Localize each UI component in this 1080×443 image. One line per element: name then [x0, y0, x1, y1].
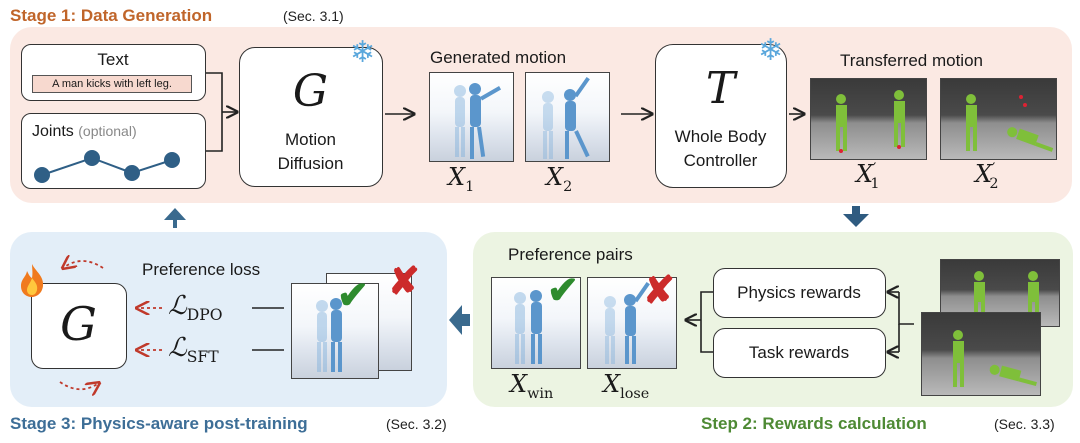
physics-rewards-box: Physics rewards: [713, 268, 886, 318]
snowflake-icon: ❄: [758, 34, 784, 67]
bottom-cycle-dotted-arrow: [59, 382, 99, 389]
generated-motion-thumb-1: [429, 72, 514, 162]
x-win-base: X: [510, 370, 528, 398]
robot-figure: [966, 94, 1054, 152]
robot-figure: [953, 330, 1037, 387]
text-prompt: A man kicks with left leg.: [32, 75, 192, 93]
x1p-sup: ′: [873, 161, 877, 177]
joints-label-row: Joints (optional): [32, 123, 137, 141]
controller-symbol: T: [705, 63, 736, 114]
check-icon: ✔: [547, 270, 579, 312]
humanoid-figure: [542, 76, 590, 159]
x2p-sup: ′: [992, 161, 996, 177]
preference-pairs-title: Preference pairs: [508, 245, 633, 264]
stage1-to-stage2-arrow: [843, 206, 869, 227]
humanoid-figure: [514, 290, 542, 364]
generator-line2: Diffusion: [277, 154, 344, 173]
stage3-to-stage1-arrow: [164, 208, 186, 228]
sft-loss-term: ℒSFT: [168, 333, 219, 366]
check-icon: ✔: [337, 275, 369, 317]
generated-motion-x2: X2: [546, 163, 572, 195]
preference-win-thumb: [491, 277, 581, 369]
x1-base: X: [448, 163, 466, 191]
x1-sub: 1: [465, 178, 475, 195]
rewards-to-pairs-arrows: [686, 291, 713, 353]
robot-figure: [836, 90, 905, 153]
text-input-label: Text: [97, 50, 129, 69]
task-rewards-label: Task rewards: [748, 343, 850, 362]
generator-line1: Motion: [284, 130, 337, 149]
cross-icon: ✘: [643, 270, 675, 312]
stage2-to-stage3-arrow: [449, 305, 470, 335]
x2-sub: 2: [563, 178, 573, 195]
joints-optional-label: (optional): [78, 123, 137, 139]
humanoid-figure: [454, 83, 502, 159]
x2p-base: X: [975, 160, 993, 188]
controller-line1: Whole Body: [674, 127, 767, 146]
stage1-title: Stage 1: Data Generation: [10, 6, 213, 25]
stage3-title: Stage 3: Physics-aware post-training: [10, 414, 308, 433]
stage2-title: Step 2: Rewards calculation: [701, 414, 927, 433]
input-merge-arrow: [206, 72, 237, 152]
x-lose-base: X: [603, 370, 621, 398]
post-training-model-box: G: [31, 283, 127, 369]
dpo-sub: DPO: [186, 306, 223, 325]
snowflake-icon: ❄: [350, 36, 376, 69]
generated-motion-thumb-2: [525, 72, 610, 162]
transferred-motion-x1: X′1: [856, 160, 880, 192]
x1p-sub: 1: [870, 175, 880, 192]
dpo-base: ℒ: [168, 291, 187, 321]
x-win-label: Xwin: [510, 370, 553, 402]
stage1-section: (Sec. 3.1): [283, 8, 344, 24]
x2p-sub: 2: [989, 175, 999, 192]
generated-motion-title: Generated motion: [430, 48, 567, 67]
generated-motion-x1: X1: [448, 163, 474, 195]
transferred-motion-thumb-1: [810, 78, 927, 160]
whole-body-controller-box: T Whole Body Controller: [655, 44, 787, 188]
x2-base: X: [546, 163, 564, 191]
loss-win-thumb: [291, 283, 379, 379]
text-input-box: Text A man kicks with left leg.: [21, 44, 206, 101]
transferred-motion-x2: X′2: [975, 160, 999, 192]
post-training-model-symbol: G: [60, 297, 97, 351]
joint-node: [124, 165, 140, 181]
x-win-sub: win: [527, 385, 554, 402]
fire-icon: [16, 262, 48, 298]
physics-rewards-label: Physics rewards: [737, 283, 861, 302]
humanoid-figure: [316, 298, 342, 372]
preference-loss-title: Preference loss: [142, 260, 261, 279]
sft-base: ℒ: [168, 333, 187, 363]
joint-node: [164, 152, 180, 168]
sim-to-rewards-arrows: [888, 292, 914, 352]
motion-diffusion-box: G Motion Diffusion: [239, 47, 383, 187]
transferred-motion-thumb-2: [940, 78, 1057, 160]
transferred-motion-title: Transferred motion: [840, 51, 983, 70]
humanoid-figure: [604, 281, 650, 364]
preference-lose-thumb: [587, 277, 677, 369]
stage3-section: (Sec. 3.2): [386, 416, 447, 432]
joint-node: [84, 150, 100, 166]
generator-symbol: G: [292, 66, 329, 117]
controller-line2: Controller: [683, 151, 758, 170]
sft-sub: SFT: [186, 348, 219, 367]
joints-input-box: Joints (optional): [21, 113, 206, 189]
cross-icon: ✘: [388, 261, 420, 303]
joint-chain-graphic: [34, 150, 180, 183]
rewards-sim-thumb-front: [921, 312, 1041, 396]
x-lose-sub: lose: [620, 385, 650, 402]
joint-node: [34, 167, 50, 183]
top-cycle-dotted-arrow: [63, 261, 104, 268]
joints-label: Joints: [32, 123, 74, 140]
task-rewards-box: Task rewards: [713, 328, 886, 378]
x1p-base: X: [856, 160, 874, 188]
x-lose-label: Xlose: [603, 370, 649, 402]
stage2-section: (Sec. 3.3): [994, 416, 1055, 432]
dpo-loss-term: ℒDPO: [168, 291, 223, 324]
